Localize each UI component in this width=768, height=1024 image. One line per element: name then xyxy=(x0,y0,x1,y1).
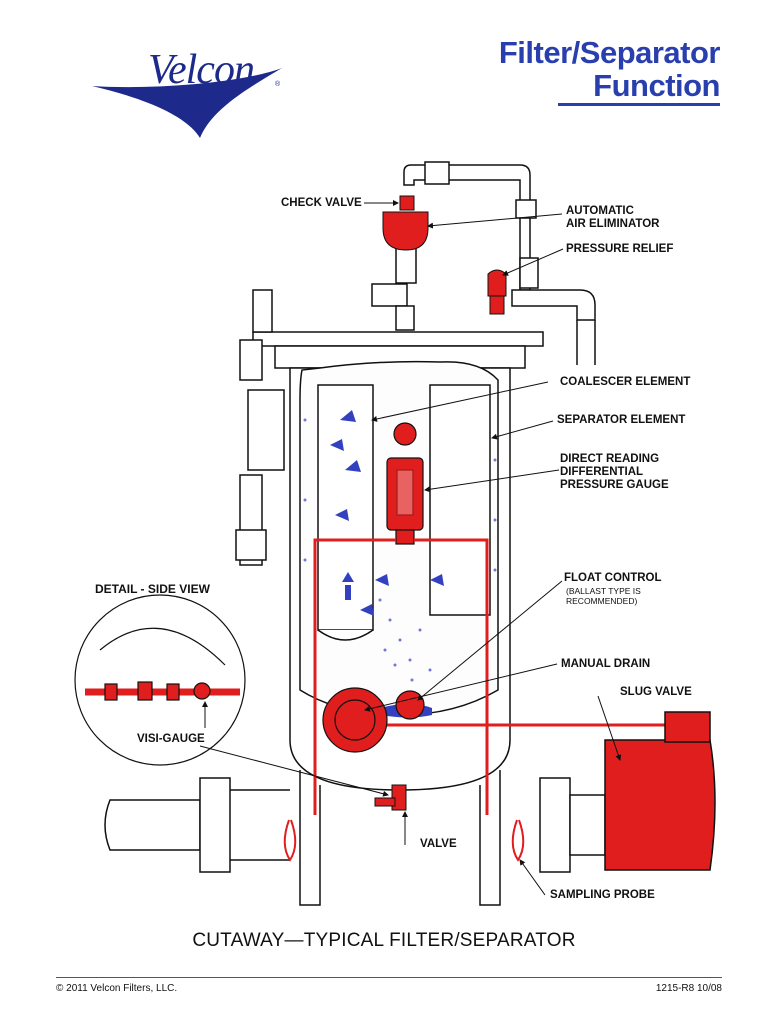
sensing-lines xyxy=(313,538,700,815)
label-sampling-probe: SAMPLING PROBE xyxy=(550,889,655,901)
label-dp-gauge: DIRECT READING DIFFERENTIAL PRESSURE GAU… xyxy=(560,453,669,492)
label-slug-valve: SLUG VALVE xyxy=(620,686,692,698)
inlet-pipe xyxy=(104,777,290,873)
label-dp-gauge-line2: DIFFERENTIAL xyxy=(560,466,644,478)
pressure-relief-valve xyxy=(487,269,507,297)
label-manual-drain: MANUAL DRAIN xyxy=(561,658,651,670)
title-underline xyxy=(558,103,720,106)
dp-gauge xyxy=(386,422,424,545)
page-title: Filter/Separator Function xyxy=(498,35,721,103)
label-air-eliminator-line1: AUTOMATIC xyxy=(566,205,634,217)
filter-separator-diagram xyxy=(74,161,716,906)
label-float-control: FLOAT CONTROL xyxy=(564,572,662,584)
label-float-note-line2: RECOMMENDED) xyxy=(566,596,638,606)
label-air-eliminator-line2: AIR ELIMINATOR xyxy=(566,218,660,230)
logo-swoosh-icon xyxy=(92,68,282,138)
label-float-note-line1: (BALLAST TYPE IS xyxy=(566,586,641,596)
label-separator-element: SEPARATOR ELEMENT xyxy=(557,414,686,426)
label-valve: VALVE xyxy=(420,838,457,850)
registered-mark: ® xyxy=(275,81,281,88)
label-visi-gauge: VISI-GAUGE xyxy=(137,733,205,745)
footer-divider xyxy=(56,977,722,978)
title-line-1: Filter/Separator xyxy=(498,35,721,70)
title-line-2: Function xyxy=(593,68,720,103)
footer-doc-code: 1215-R8 10/08 xyxy=(655,983,722,994)
label-float-note: (BALLAST TYPE IS RECOMMENDED) xyxy=(566,586,641,606)
check-valve xyxy=(399,195,415,211)
label-dp-gauge-line1: DIRECT READING xyxy=(560,453,660,465)
label-air-eliminator: AUTOMATIC AIR ELIMINATOR xyxy=(566,205,660,231)
label-check-valve: CHECK VALVE xyxy=(281,197,362,209)
label-pressure-relief: PRESSURE RELIEF xyxy=(566,243,674,255)
air-eliminator xyxy=(382,211,429,251)
label-dp-gauge-line3: PRESSURE GAUGE xyxy=(560,479,669,491)
sampling-probes xyxy=(283,819,525,862)
detail-side-view xyxy=(74,594,246,766)
outlet-pipe xyxy=(539,711,716,873)
footer-copyright: © 2011 Velcon Filters, LLC. xyxy=(56,983,178,994)
label-detail-side-view: DETAIL - SIDE VIEW xyxy=(95,582,210,596)
label-coalescer-element: COALESCER ELEMENT xyxy=(560,376,691,388)
diagram-caption: CUTAWAY—TYPICAL FILTER/SEPARATOR xyxy=(192,930,576,951)
legs xyxy=(299,770,501,906)
logo-wordmark: Velcon xyxy=(148,47,255,93)
top-piping xyxy=(371,161,596,365)
